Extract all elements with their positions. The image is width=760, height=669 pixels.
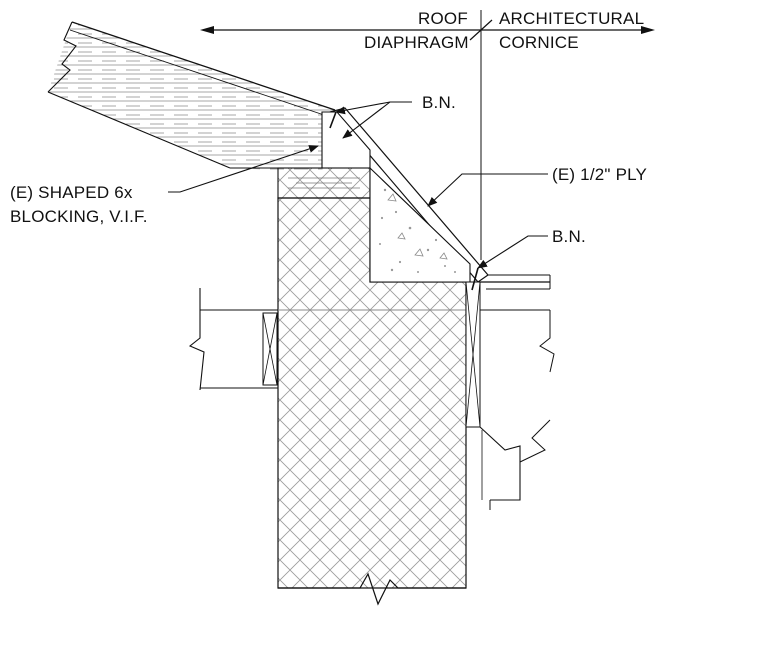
cornice-framing-right	[465, 281, 555, 510]
plywood-callout: (E) 1/2" PLY	[552, 165, 648, 184]
leader-blocking	[168, 145, 319, 193]
floor-joist-left	[188, 288, 466, 391]
roof-label: ROOF	[418, 9, 468, 28]
masonry-wall	[277, 167, 467, 606]
shaped-blocking	[321, 111, 371, 169]
leader-bn-upper	[329, 101, 412, 139]
leader-plywood	[427, 173, 548, 207]
blocking-callout-line1: (E) SHAPED 6x	[10, 183, 133, 202]
diaphragm-label: DIAPHRAGM	[364, 33, 469, 52]
bn-upper-callout: B.N.	[422, 93, 456, 112]
architectural-label: ARCHITECTURAL	[499, 9, 645, 28]
blocking-callout-line2: BLOCKING, V.I.F.	[10, 207, 148, 226]
section-divider-line	[200, 10, 655, 260]
cornice-label: CORNICE	[499, 33, 579, 52]
concrete-fill	[369, 166, 471, 283]
bn-lower-callout: B.N.	[552, 227, 586, 246]
roof-rafter	[47, 21, 336, 172]
leader-bn-lower	[471, 235, 548, 291]
